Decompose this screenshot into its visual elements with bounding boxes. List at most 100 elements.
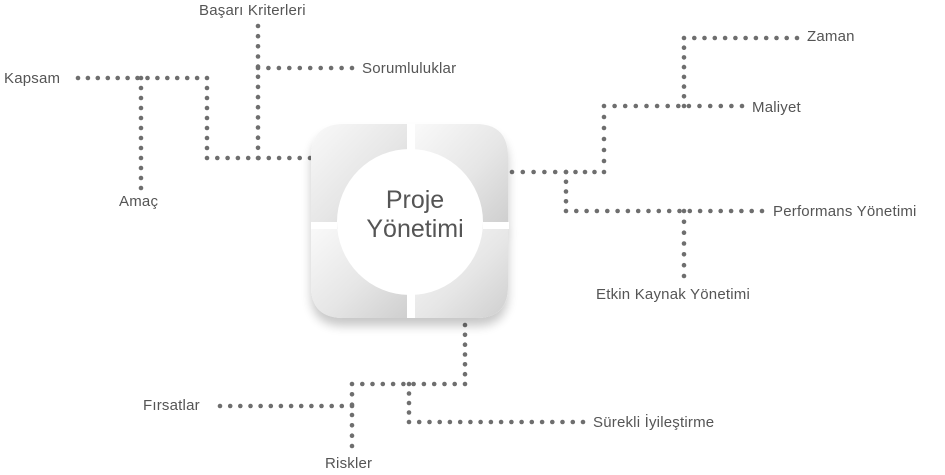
connector-dot	[462, 352, 468, 357]
connector-dot	[297, 155, 303, 161]
connector-dot	[681, 208, 687, 214]
connector-dot	[390, 381, 396, 387]
label-firsatlar: Fırsatlar	[143, 397, 200, 414]
connector-dot	[360, 381, 365, 387]
connector-dot	[759, 208, 765, 214]
connector-dot	[681, 94, 687, 99]
connector-dot	[442, 381, 447, 387]
connector-dot	[542, 169, 547, 175]
connector-dot	[184, 75, 190, 81]
connector-dot	[95, 75, 101, 81]
connector-dot	[204, 125, 210, 131]
connector-dot	[248, 403, 253, 409]
connector-dot	[138, 85, 144, 91]
label-amac: Amaç	[119, 193, 159, 210]
connector-dot	[406, 381, 412, 387]
connector-dot	[601, 169, 607, 175]
connector-dot	[287, 155, 292, 161]
connector-dot	[749, 208, 754, 214]
connector-dot	[204, 135, 210, 141]
connector-dot	[138, 105, 144, 111]
connector-dot	[266, 155, 272, 161]
connector-dot	[707, 103, 713, 109]
connector-dot	[245, 155, 251, 161]
connector-dot	[370, 381, 375, 387]
connector-dot	[498, 419, 504, 425]
connector-dot	[462, 362, 468, 367]
label-basari-kriterleri: Başarı Kriterleri	[199, 2, 306, 19]
connector-dot	[622, 103, 628, 109]
connector-dot	[349, 443, 355, 449]
connector-dot	[339, 403, 345, 409]
connector-dot	[431, 381, 437, 387]
connector-dot	[138, 135, 144, 141]
connector-dot	[138, 175, 144, 181]
connector-dot	[681, 241, 687, 246]
connector-dot	[794, 35, 800, 41]
connector-dot	[488, 419, 494, 425]
connector-dot	[697, 103, 702, 109]
connector-dot	[155, 75, 160, 81]
connector-kapsam	[75, 75, 313, 161]
connector-dot	[687, 208, 693, 214]
connector-dot	[774, 35, 779, 41]
connector-dot	[255, 135, 261, 140]
connector-dot	[349, 381, 355, 387]
connector-dot	[255, 54, 261, 59]
connector-dot	[625, 208, 631, 214]
connector-dot	[681, 103, 687, 109]
label-etkin-kaynak-yonetimi: Etkin Kaynak Yönetimi	[596, 286, 751, 303]
connector-dot	[255, 115, 261, 120]
connector-dot	[563, 179, 569, 185]
connector-dot	[427, 419, 432, 425]
connector-dot	[406, 400, 412, 406]
connector-dot	[380, 381, 386, 387]
connector-dot	[227, 403, 233, 409]
connector-dot	[416, 419, 422, 425]
center-title-line-2: Yönetimi	[366, 215, 464, 243]
connector-dot	[478, 419, 483, 425]
connector-dot	[287, 65, 292, 71]
connector-dot	[462, 332, 468, 338]
connector-dot	[138, 125, 144, 131]
connector-lines	[75, 23, 800, 449]
connector-dot	[138, 185, 144, 191]
connector-dot	[138, 165, 144, 171]
center-title: Proje Yönetimi	[340, 186, 490, 244]
connector-dot	[580, 419, 586, 425]
connector-dot	[204, 155, 210, 161]
connector-dot	[582, 169, 588, 175]
connector-dot	[204, 85, 210, 91]
connector-dot	[85, 75, 91, 81]
connector-dot	[739, 208, 744, 214]
connector-dot	[712, 35, 718, 41]
connector-dot	[462, 371, 468, 377]
connector-dot	[255, 74, 261, 80]
connector-amac	[138, 75, 144, 191]
connector-dot	[255, 155, 261, 161]
center-title-line-1: Proje	[385, 186, 445, 214]
connector-dot	[686, 103, 692, 109]
connector-dot	[584, 208, 589, 214]
connector-dot	[307, 65, 313, 71]
connector-dot	[681, 230, 687, 235]
connector-dot	[125, 75, 130, 81]
connector-dot	[665, 103, 670, 109]
connector-dot	[145, 75, 150, 81]
connector-zaman	[681, 35, 800, 109]
connector-dot	[615, 208, 620, 214]
connector-dot	[612, 103, 617, 109]
hub-center-circle	[337, 149, 483, 295]
connector-dot	[138, 95, 144, 101]
connector-dot	[255, 65, 261, 71]
connector-dot	[570, 419, 576, 425]
connector-dot	[276, 155, 282, 161]
connector-dot	[531, 169, 536, 175]
connector-dot	[681, 74, 687, 80]
connector-dot	[601, 147, 607, 153]
connector-dot	[165, 75, 170, 81]
label-performans-yonetimi: Performans Yönetimi	[773, 203, 917, 220]
connector-dot	[539, 419, 545, 425]
connector-dot	[349, 65, 355, 71]
